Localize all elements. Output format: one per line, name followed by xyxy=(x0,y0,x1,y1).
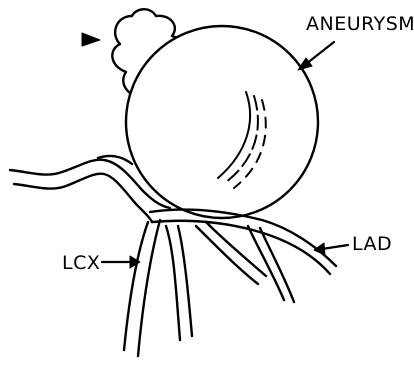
aneurysm-pointer-line xyxy=(306,42,334,64)
aneurysm-label: ANEURYSM xyxy=(306,15,414,34)
lad-diagonal-left xyxy=(248,226,284,300)
lcx-label: LCX xyxy=(62,254,100,273)
middle-branch-right xyxy=(178,226,192,336)
arrowhead-marker xyxy=(82,33,100,46)
lcx-artery-left xyxy=(124,222,148,350)
aneurysm-sphere xyxy=(126,26,318,218)
lad-pointer-head xyxy=(314,243,325,255)
diagonal-branch-lower xyxy=(196,226,258,284)
left-main-artery-lower xyxy=(14,174,152,222)
lad-label: LAD xyxy=(352,235,392,254)
lad-pointer-line xyxy=(322,245,348,249)
middle-branch-left xyxy=(166,226,180,340)
